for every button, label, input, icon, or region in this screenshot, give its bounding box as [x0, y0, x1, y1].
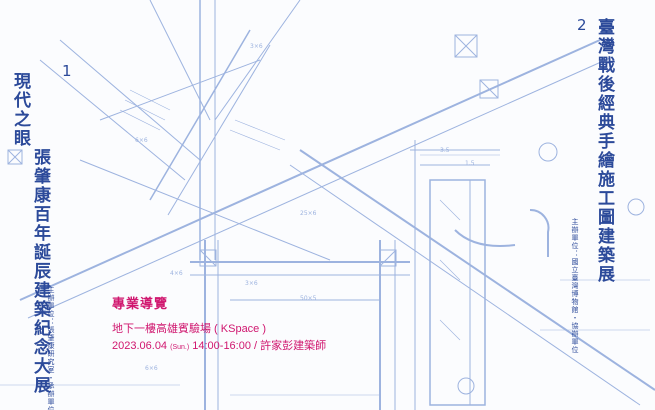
right-exhibition-credits: 主辦單位：國立臺灣博物館・協辦單位 [571, 218, 579, 354]
event-day: (Sun.) [170, 344, 190, 351]
svg-text:4×6: 4×6 [170, 270, 183, 277]
right-exhibition-title: 臺灣戰後經典手繪施工圖建築展 [594, 18, 614, 284]
section-number-1: 1 [62, 62, 72, 80]
svg-text:3×6: 3×6 [250, 43, 263, 50]
svg-text:6×6: 6×6 [145, 365, 158, 372]
left-exhibition-credits: 主辦單位：張肇康研究室・承辦單位 [47, 286, 55, 410]
event-location: 地下一樓高雄賓驗場 ( KSpace ) [112, 323, 267, 335]
svg-text:25×6: 25×6 [300, 210, 317, 217]
event-date: 2023.06.04 [112, 340, 168, 352]
section-number-2: 2 [577, 16, 587, 34]
left-exhibition-title-line1: 現代之眼 [10, 72, 30, 148]
svg-text:6×6: 6×6 [135, 137, 148, 144]
left-exhibition-title-line2: 張肇康百年誕辰建築紀念大展 [30, 148, 50, 395]
event-heading: 專業導覽 [112, 297, 169, 312]
event-time-host: 14:00-16:00 / 許家彭建築師 [192, 340, 327, 352]
svg-text:3.5: 3.5 [440, 147, 450, 154]
svg-text:1.5: 1.5 [465, 160, 475, 167]
guided-tour-info: 專業導覽 地下一樓高雄賓驗場 ( KSpace ) 2023.06.04 (Su… [112, 293, 326, 356]
svg-text:3×6: 3×6 [245, 280, 258, 287]
svg-text:50×5: 50×5 [300, 295, 317, 302]
event-datetime: 2023.06.04 (Sun.) 14:00-16:00 / 許家彭建築師 [112, 338, 326, 356]
